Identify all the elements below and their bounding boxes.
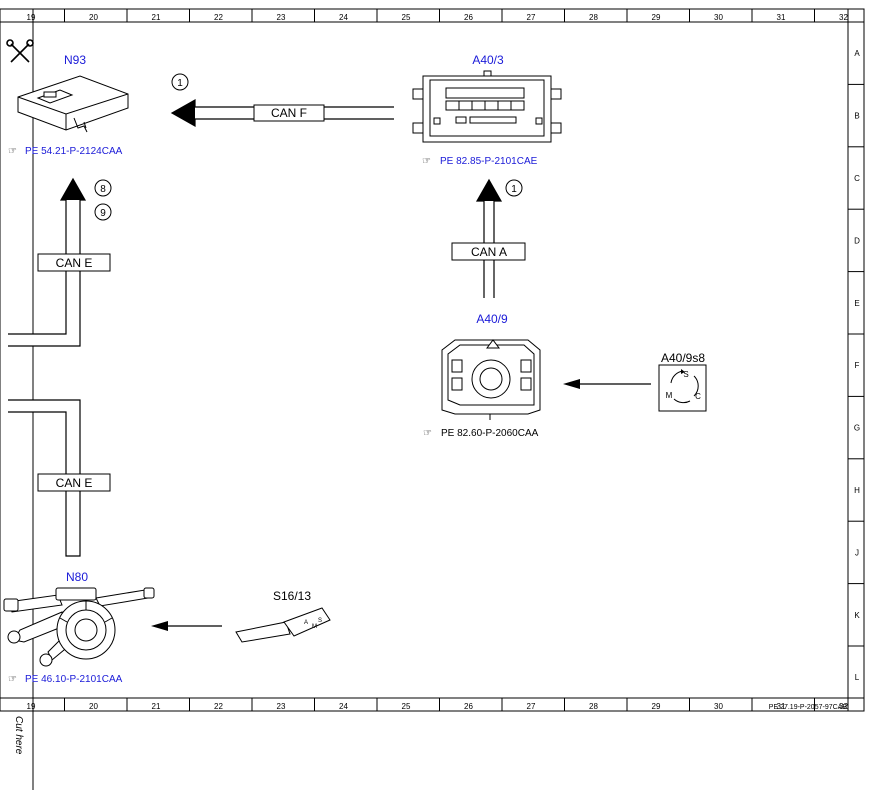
column-label-bottom: 19 [27,702,36,711]
svg-text:8: 8 [100,184,106,195]
svg-text:S: S [318,618,322,624]
column-label-top: 29 [652,13,661,22]
a40-9s8-selector-icon: S M C [658,364,707,412]
column-label-bottom: 21 [152,702,161,711]
column-label-bottom: 29 [652,702,661,711]
a40-9s8-letter-s: S [683,370,688,379]
a40-3-label: A40/3 [472,53,504,67]
can-a-label: CAN A [471,245,507,259]
diagram-frame [0,8,865,712]
column-label-bottom: 28 [589,702,598,711]
column-label-top: 21 [152,13,161,22]
column-labels-top: 19 20 21 22 23 24 25 26 27 28 29 30 31 32 [27,9,848,22]
n93-label: N93 [64,53,86,67]
n93-module-icon [17,75,129,133]
column-label-top: 26 [464,13,473,22]
column-label-top: 24 [339,13,348,22]
s16-13-lever-icon: A M S [235,607,331,643]
column-label-bottom: 27 [527,702,536,711]
column-label-top: 20 [89,13,98,22]
pointing-hand-icon: ☞ [423,428,432,439]
column-label-bottom: 31 [777,702,786,711]
a40-9-ref-link[interactable]: PE 82.60-P-2060CAA [441,428,539,439]
can-e-top-bus: CAN E [8,177,111,347]
column-label-bottom: 25 [402,702,411,711]
n80-reference[interactable]: ☞ PE 46.10-P-2101CAA [8,674,123,685]
n80-steering-module-icon [3,587,155,667]
row-label: J [855,548,859,557]
column-label-top: 25 [402,13,411,22]
cut-here-label: Cut here [13,716,24,755]
a40-9s8-letter-c: C [695,392,701,401]
can-a-bus: CAN A [451,178,526,298]
a40-9s8-label: A40/9s8 [661,351,705,365]
s16-13-signal-arrow [151,621,222,631]
callout-can-a: 1 [505,179,523,197]
column-label-bottom: 22 [214,702,223,711]
callout-can-f: 1 [171,73,189,91]
svg-text:1: 1 [177,78,183,89]
row-label: F [855,361,860,370]
svg-text:M: M [312,624,317,630]
row-label: C [854,174,860,183]
row-label: H [854,486,860,495]
n93-ref-link[interactable]: PE 54.21-P-2124CAA [25,146,123,157]
svg-text:1: 1 [511,184,517,195]
a40-3-unit-icon [412,70,562,143]
n80-ref-link[interactable]: PE 46.10-P-2101CAA [25,674,123,685]
row-label: K [854,611,860,620]
column-label-bottom: 23 [277,702,286,711]
row-label: G [854,424,860,433]
can-f-label: CAN F [271,106,307,120]
column-labels-bottom: 19 20 21 22 23 24 25 26 27 28 29 30 31 32 [27,698,848,711]
s16-13-label: S16/13 [273,589,311,603]
a40-3-reference[interactable]: ☞ PE 82.85-P-2101CAE [422,156,538,167]
pointing-hand-icon: ☞ [422,156,431,167]
svg-text:A: A [304,620,308,626]
n93-reference[interactable]: ☞ PE 54.21-P-2124CAA [8,146,123,157]
a40-9-reference[interactable]: ☞ PE 82.60-P-2060CAA [423,428,539,439]
callouts-can-e: 8 9 [94,179,112,221]
n80-label: N80 [66,570,88,584]
a40-9s8-signal-arrow [563,379,651,389]
column-label-top: 19 [27,13,36,22]
column-label-top: 30 [714,13,723,22]
a40-9-label: A40/9 [476,312,508,326]
column-label-top: 28 [589,13,598,22]
column-label-top: 22 [214,13,223,22]
column-label-top: 32 [839,13,848,22]
scissors-icon [6,39,34,63]
column-label-bottom: 24 [339,702,348,711]
column-label-top: 31 [777,13,786,22]
can-f-bus: CAN F [170,98,394,128]
a40-3-ref-link[interactable]: PE 82.85-P-2101CAE [440,156,538,167]
column-label-bottom: 20 [89,702,98,711]
row-labels-right: A B C D E F G H J K L [848,49,864,682]
can-e-bottom-label: CAN E [56,476,93,490]
row-label: D [854,236,860,245]
row-label: B [854,112,859,121]
can-e-bottom-bus: CAN E [8,399,111,557]
row-label: A [854,49,860,58]
column-label-bottom: 26 [464,702,473,711]
column-label-bottom: 30 [714,702,723,711]
svg-text:9: 9 [100,208,106,219]
a40-9-panel-icon [441,339,541,420]
pointing-hand-icon: ☞ [8,146,17,157]
column-label-bottom: 32 [839,702,848,711]
column-label-top: 23 [277,13,286,22]
column-label-top: 27 [527,13,536,22]
a40-9s8-letter-m: M [666,391,673,400]
pointing-hand-icon: ☞ [8,674,17,685]
doc-reference: PE 27.19-P-2057-97CAB [769,704,848,711]
can-e-top-label: CAN E [56,256,93,270]
row-label: E [854,299,859,308]
row-label: L [855,673,860,682]
